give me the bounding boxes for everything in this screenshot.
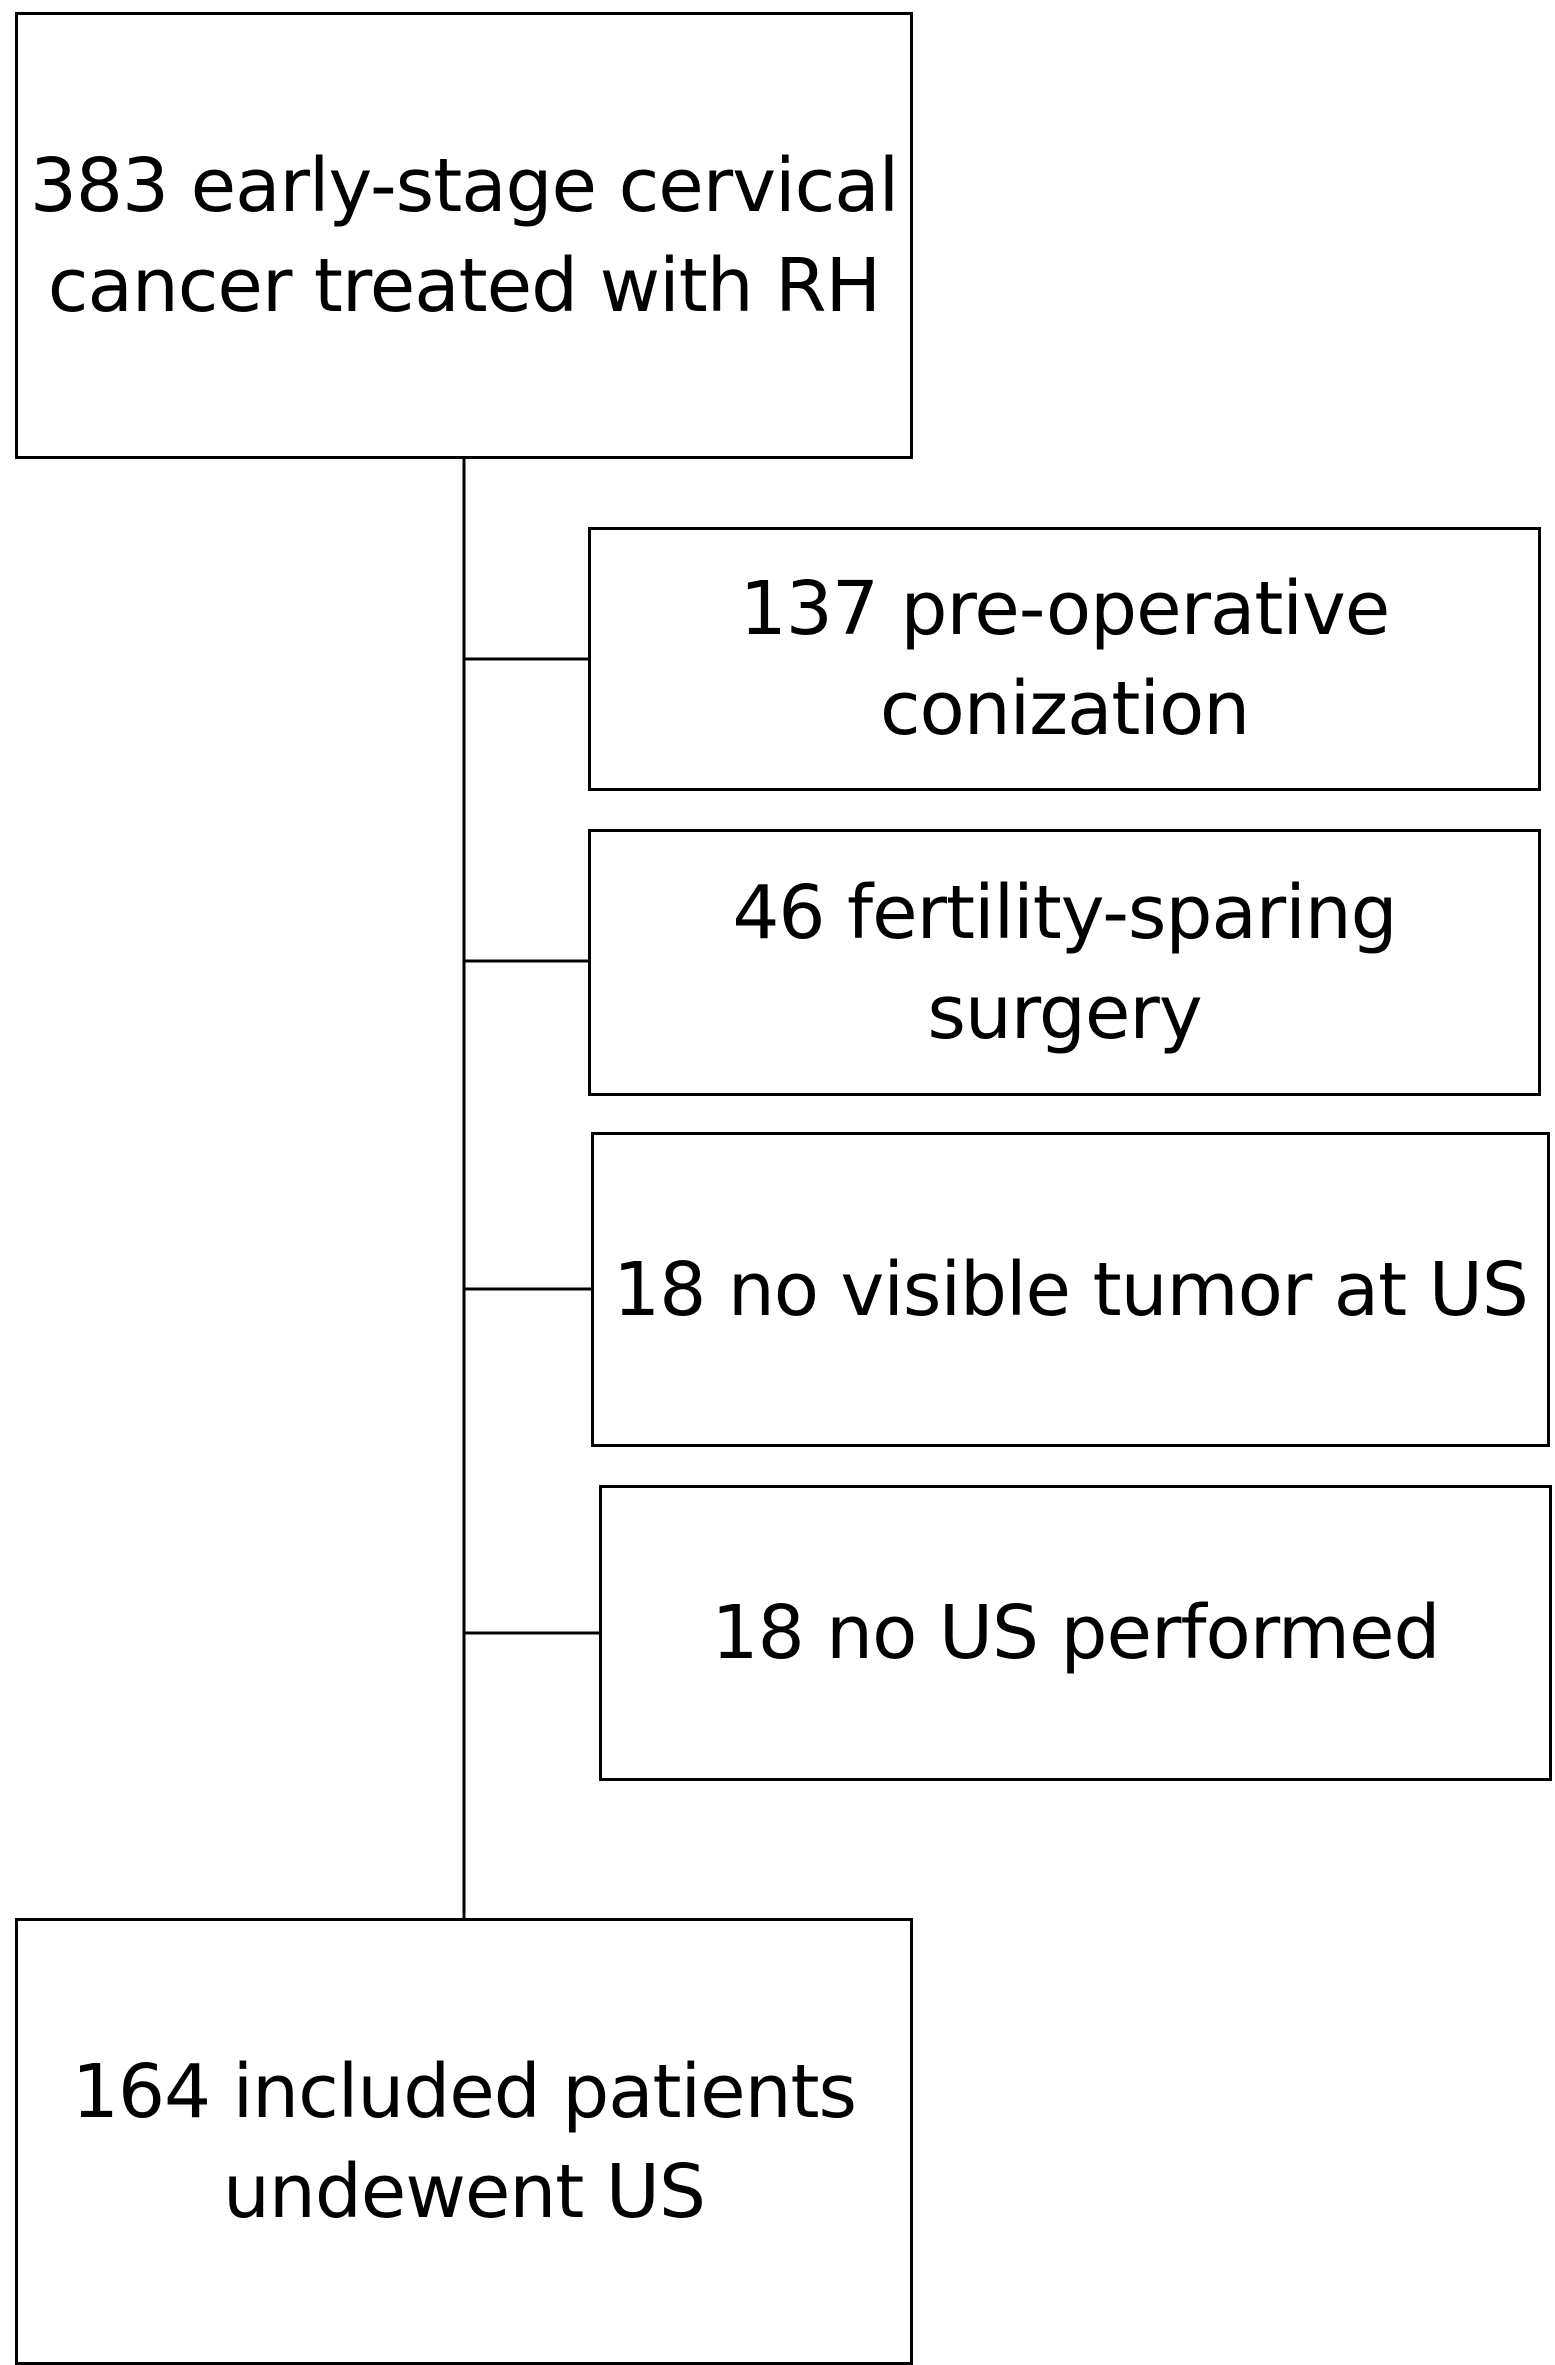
exclusion-line-1: 18 no visible tumor at US [613, 1246, 1529, 1333]
exclusion-line-1: 137 pre-operative [739, 566, 1391, 652]
exclusion-text: 137 pre-operative conization [739, 559, 1391, 759]
exclusion-box-no-visible-tumor: 18 no visible tumor at US [591, 1132, 1550, 1447]
exclusion-box-fertility-sparing: 46 fertility-sparing surgery [588, 829, 1541, 1096]
exclusion-box-conization: 137 pre-operative conization [588, 527, 1541, 791]
included-patients-line-2: undewent US [223, 2148, 706, 2235]
initial-cohort-line-2: cancer treated with RH [47, 242, 881, 329]
exclusion-text: 46 fertility-sparing surgery [732, 863, 1397, 1063]
exclusion-text: 18 no US performed [711, 1583, 1441, 1683]
initial-cohort-box: 383 early-stage cervical cancer treated … [15, 12, 913, 459]
exclusion-line-1: 18 no US performed [711, 1590, 1441, 1676]
initial-cohort-text: 383 early-stage cervical cancer treated … [29, 136, 899, 336]
exclusion-line-2: conization [879, 666, 1250, 752]
initial-cohort-line-1: 383 early-stage cervical [29, 142, 899, 229]
included-patients-line-1: 164 included patients [71, 2048, 857, 2135]
exclusion-text: 18 no visible tumor at US [613, 1240, 1529, 1340]
exclusion-line-1: 46 fertility-sparing [732, 869, 1397, 956]
exclusion-line-2: surgery [927, 969, 1202, 1056]
included-patients-box: 164 included patients undewent US [15, 1918, 913, 2365]
included-patients-text: 164 included patients undewent US [71, 2042, 857, 2242]
exclusion-box-no-us-performed: 18 no US performed [599, 1485, 1552, 1781]
